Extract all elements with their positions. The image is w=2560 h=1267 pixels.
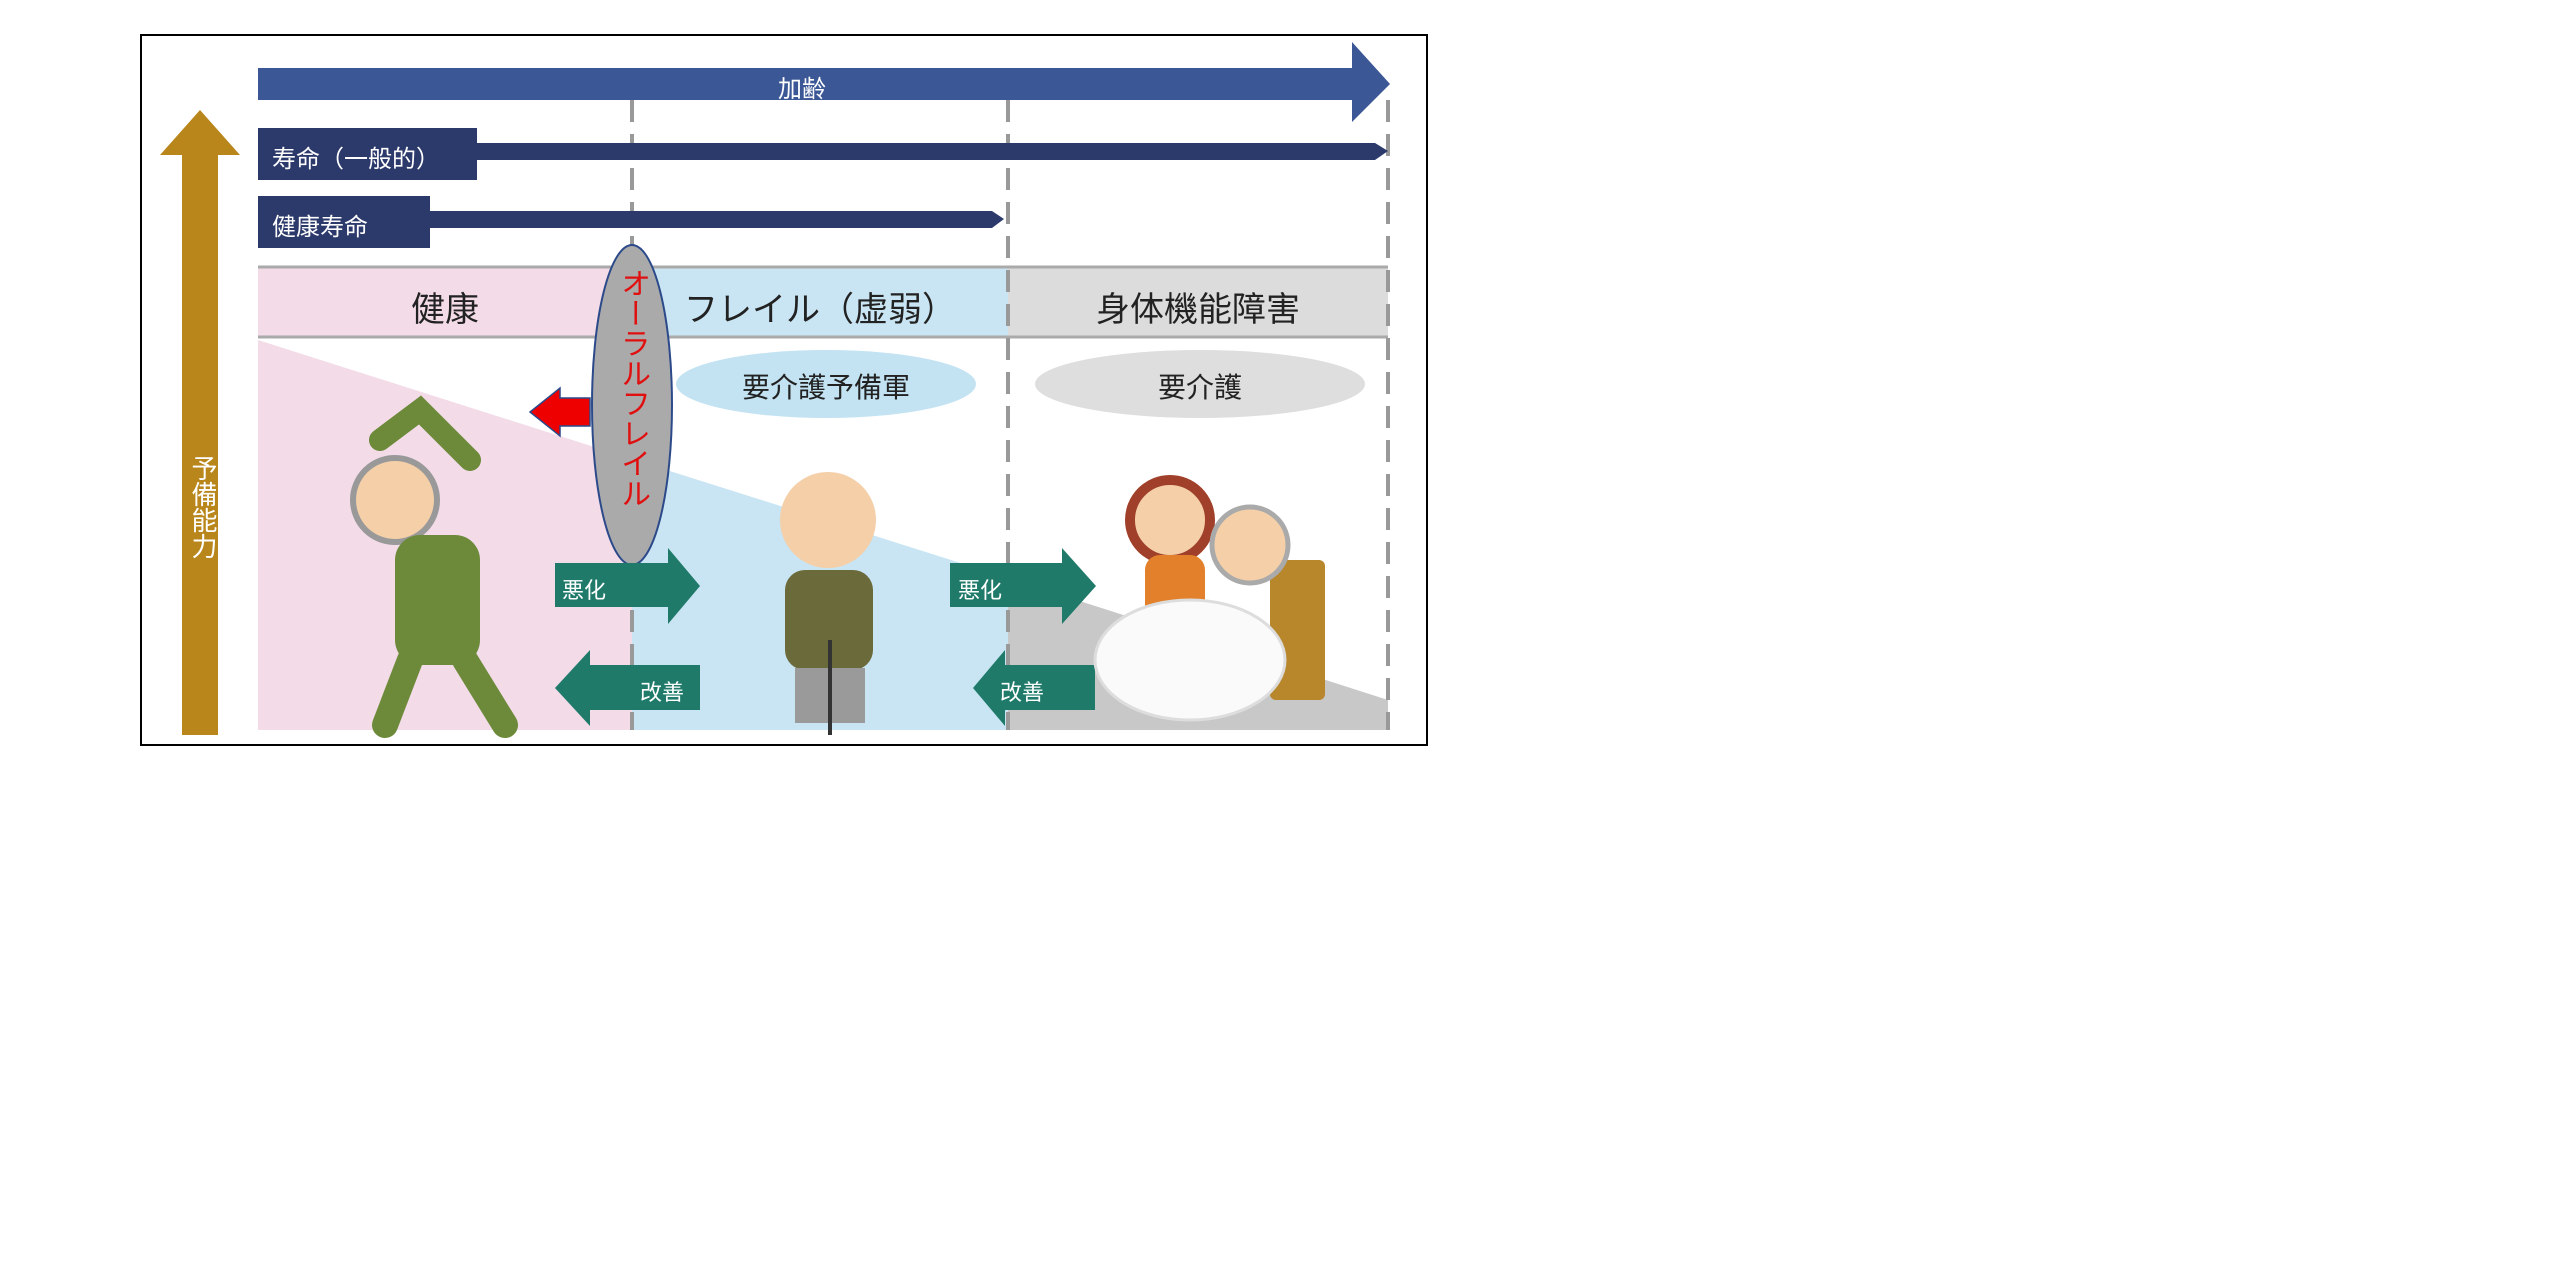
care-prevention-label: 要介護予備軍 (741, 371, 910, 404)
stage-band-health (258, 267, 632, 337)
stage-label-frailty: フレイル（虚弱） (684, 290, 956, 330)
reserve-capacity-arrow (160, 110, 240, 735)
aging-label: 加齢 (778, 75, 826, 103)
lifespan-general-box (258, 128, 477, 180)
lifespan-general-label: 寿命（一般的） (272, 145, 440, 173)
red-left-arrow-icon (528, 386, 591, 438)
care-prevention-ellipse (676, 350, 976, 418)
reserve-capacity-label: 予備能力 (187, 455, 217, 559)
stage-band-disability (1008, 267, 1388, 337)
care-needed-label: 要介護 (1157, 371, 1242, 404)
lifespan-general-line (470, 143, 1388, 160)
improve-arrow-2 (973, 650, 1095, 726)
worsen-label-2: 悪化 (958, 579, 1003, 604)
healthy-lifespan-label: 健康寿命 (272, 213, 368, 241)
worsen-arrow-2 (950, 548, 1096, 624)
worsen-arrow-1 (555, 548, 700, 624)
aging-arrow (258, 42, 1390, 122)
healthy-lifespan-line (425, 211, 1004, 228)
healthy-lifespan-box (258, 196, 430, 248)
frail-elder-illustration (780, 472, 876, 735)
caregiver-bed-illustration (1093, 475, 1325, 722)
stage-label-disability: 身体機能障害 (1096, 290, 1300, 330)
care-needed-ellipse (1035, 350, 1365, 418)
improve-arrow-1 (555, 650, 700, 726)
worsen-label-1: 悪化 (562, 579, 607, 604)
stretching-elder-illustration (350, 395, 518, 738)
improve-label-1: 改善 (640, 681, 685, 706)
oral-frailty-label: オーラルフレイル (615, 268, 650, 508)
stage-label-health: 健康 (411, 290, 479, 330)
improve-label-2: 改善 (1000, 681, 1045, 706)
stage-band-frailty (632, 267, 1008, 337)
